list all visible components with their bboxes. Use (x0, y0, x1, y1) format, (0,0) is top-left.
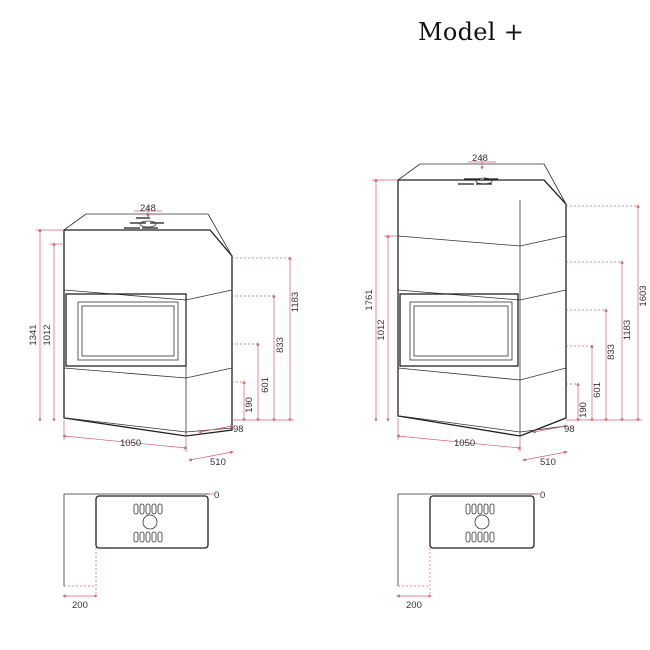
left-plan-vents (133, 503, 163, 543)
left-dim-248: 248 (140, 203, 156, 214)
left-top-vents (124, 217, 164, 229)
right-dim-1050: 1050 (454, 438, 475, 449)
left-dim-98: 98 (233, 424, 244, 435)
left-plan-dim-0: 0 (214, 490, 219, 501)
model-title: Model + (418, 18, 525, 46)
left-dim-833: 833 (275, 337, 286, 353)
right-dimension-lines (372, 156, 642, 462)
right-dim-190: 190 (578, 402, 589, 418)
left-dim-190: 190 (244, 397, 255, 413)
right-dim-1012: 1012 (376, 319, 387, 340)
left-dim-601: 601 (260, 377, 271, 393)
right-dim-833: 833 (606, 344, 617, 360)
right-dim-1761: 1761 (364, 289, 375, 310)
left-dim-1012: 1012 (42, 324, 53, 345)
left-stove-elevation: 248 1341 1012 1050 510 98 1183 833 601 1… (28, 203, 301, 468)
right-dim-98: 98 (564, 424, 575, 435)
right-plan-dim-200: 200 (406, 600, 422, 611)
left-plan-dim-200: 200 (72, 600, 88, 611)
left-dim-1183: 1183 (290, 292, 301, 312)
right-dim-248: 248 (472, 153, 488, 164)
left-dim-1341: 1341 (28, 324, 39, 345)
right-dim-1603: 1603 (638, 285, 649, 306)
right-plan-view: 0 200 (396, 490, 545, 611)
right-dim-510: 510 (540, 457, 556, 468)
left-plan-view: 0 200 (62, 490, 219, 611)
right-top-vents (458, 177, 498, 185)
right-dim-601: 601 (592, 382, 603, 398)
right-plan-dim-0: 0 (540, 490, 545, 501)
right-plan-vents (465, 503, 495, 543)
left-dim-1050: 1050 (120, 438, 141, 449)
left-dim-510: 510 (210, 457, 226, 468)
left-dimension-lines (36, 206, 294, 462)
right-dim-1183: 1183 (622, 320, 633, 340)
right-stove-elevation: 248 1761 1012 1050 510 98 1603 1183 833 … (364, 153, 649, 468)
